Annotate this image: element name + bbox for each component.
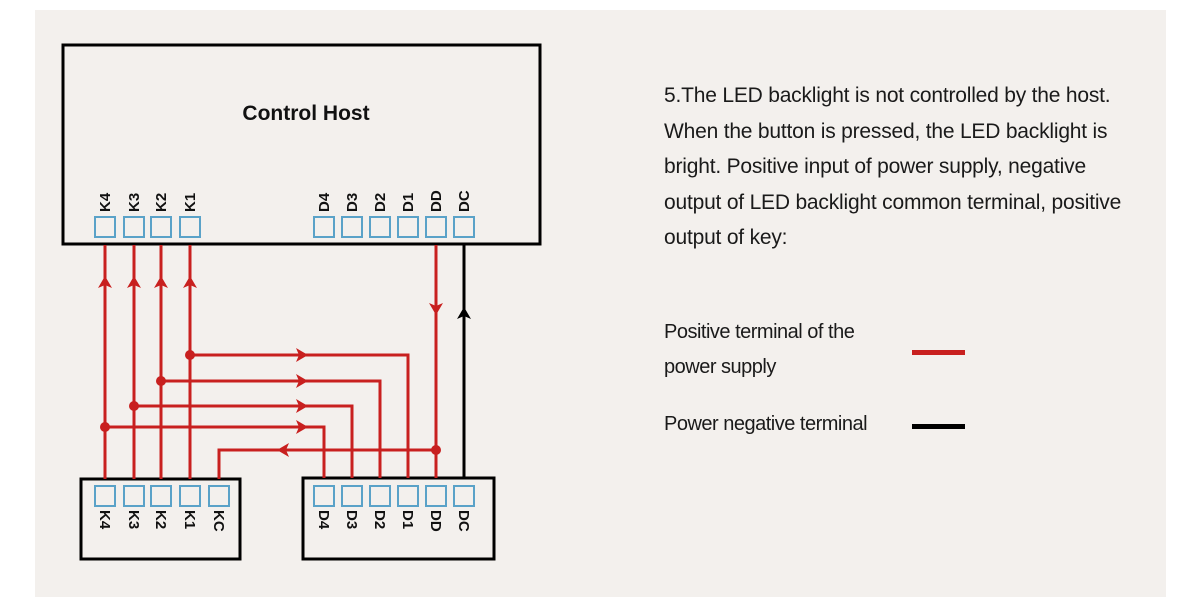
junction-k2 [156, 376, 166, 386]
host-pin-d4 [313, 216, 335, 238]
host-pin-dc [453, 216, 475, 238]
key-pin-kc [208, 485, 230, 507]
junction-k4 [100, 422, 110, 432]
host-pin-label-dc: DC [456, 190, 473, 212]
host-pin-dd [425, 216, 447, 238]
wire-k2-to-d2 [161, 379, 382, 478]
key-pin-label-k3: K3 [125, 510, 142, 529]
arrow-dc [457, 307, 471, 319]
led-pin-label-d2: D2 [371, 510, 388, 529]
led-pin-d3 [341, 485, 363, 507]
arrow-dd [429, 303, 443, 315]
wire-k1-to-d1 [190, 353, 410, 478]
host-pin-d2 [369, 216, 391, 238]
led-pin-d2 [369, 485, 391, 507]
host-pins: K4 K3 K2 K1 D4 D3 D2 D1 DD DC [94, 190, 475, 238]
junction-k1 [185, 350, 195, 360]
wire-k4-to-d4 [105, 425, 326, 478]
host-pin-label-k2: K2 [153, 193, 170, 212]
host-pin-label-dd: DD [428, 190, 445, 212]
legend-negative-line [912, 424, 965, 429]
wires [98, 245, 471, 479]
host-pin-k2 [150, 216, 172, 238]
legend-positive-line [912, 350, 965, 355]
arrow-k2 [154, 276, 168, 288]
key-pin-k2 [150, 485, 172, 507]
legend-negative-label: Power negative terminal [664, 407, 868, 442]
description-text: 5.The LED backlight is not controlled by… [664, 84, 1122, 249]
key-module-pins: K4 K3 K2 K1 KC [94, 485, 230, 532]
legend-positive-label-line1: Positive terminal of the [664, 321, 855, 343]
led-pin-label-dd: DD [427, 510, 444, 532]
wire-dd-to-kc [217, 448, 436, 479]
arrow-d4 [296, 420, 308, 434]
key-pin-label-k2: K2 [152, 510, 169, 529]
host-pin-label-d3: D3 [344, 193, 361, 212]
led-pin-label-d1: D1 [399, 510, 416, 529]
host-pin-k3 [123, 216, 145, 238]
host-pin-d1 [397, 216, 419, 238]
control-host-title: Control Host [242, 102, 369, 125]
junction-dd [431, 445, 441, 455]
host-pin-label-d2: D2 [372, 193, 389, 212]
wire-k3-to-d3 [134, 404, 354, 478]
arrow-k1 [183, 276, 197, 288]
legend-negative-label-line1: Power negative terminal [664, 413, 868, 435]
key-pin-k3 [123, 485, 145, 507]
host-pin-label-k4: K4 [97, 192, 114, 212]
arrow-kc [277, 443, 289, 457]
control-host-box [61, 43, 542, 246]
host-pin-label-k1: K1 [182, 193, 199, 212]
legend-positive-label-line2: power supply [664, 356, 776, 378]
led-module-pins: D4 D3 D2 D1 DD DC [313, 485, 475, 532]
host-pin-label-d1: D1 [400, 193, 417, 212]
led-pin-label-d3: D3 [343, 510, 360, 529]
host-pin-d3 [341, 216, 363, 238]
arrow-k3 [127, 276, 141, 288]
key-pin-k4 [94, 485, 116, 507]
arrow-d2 [296, 374, 308, 388]
led-pin-d4 [313, 485, 335, 507]
arrow-k4 [98, 276, 112, 288]
junction-k3 [129, 401, 139, 411]
key-pin-k1 [179, 485, 201, 507]
arrow-d3 [296, 399, 308, 413]
led-pin-dd [425, 485, 447, 507]
led-pin-label-dc: DC [455, 510, 472, 532]
led-pin-dc [453, 485, 475, 507]
key-pin-label-kc: KC [210, 510, 227, 532]
led-pin-label-d4: D4 [315, 510, 332, 530]
host-pin-k4 [94, 216, 116, 238]
led-pin-d1 [397, 485, 419, 507]
led-module-box [301, 476, 496, 561]
host-pin-label-d4: D4 [316, 192, 333, 212]
key-pin-label-k1: K1 [181, 510, 198, 529]
host-pin-label-k3: K3 [126, 193, 143, 212]
diagram-panel [35, 10, 1166, 597]
key-pin-label-k4: K4 [96, 510, 113, 530]
host-pin-k1 [179, 216, 201, 238]
legend-positive-label: Positive terminal of the power supply [664, 315, 855, 385]
arrow-d1 [296, 348, 308, 362]
